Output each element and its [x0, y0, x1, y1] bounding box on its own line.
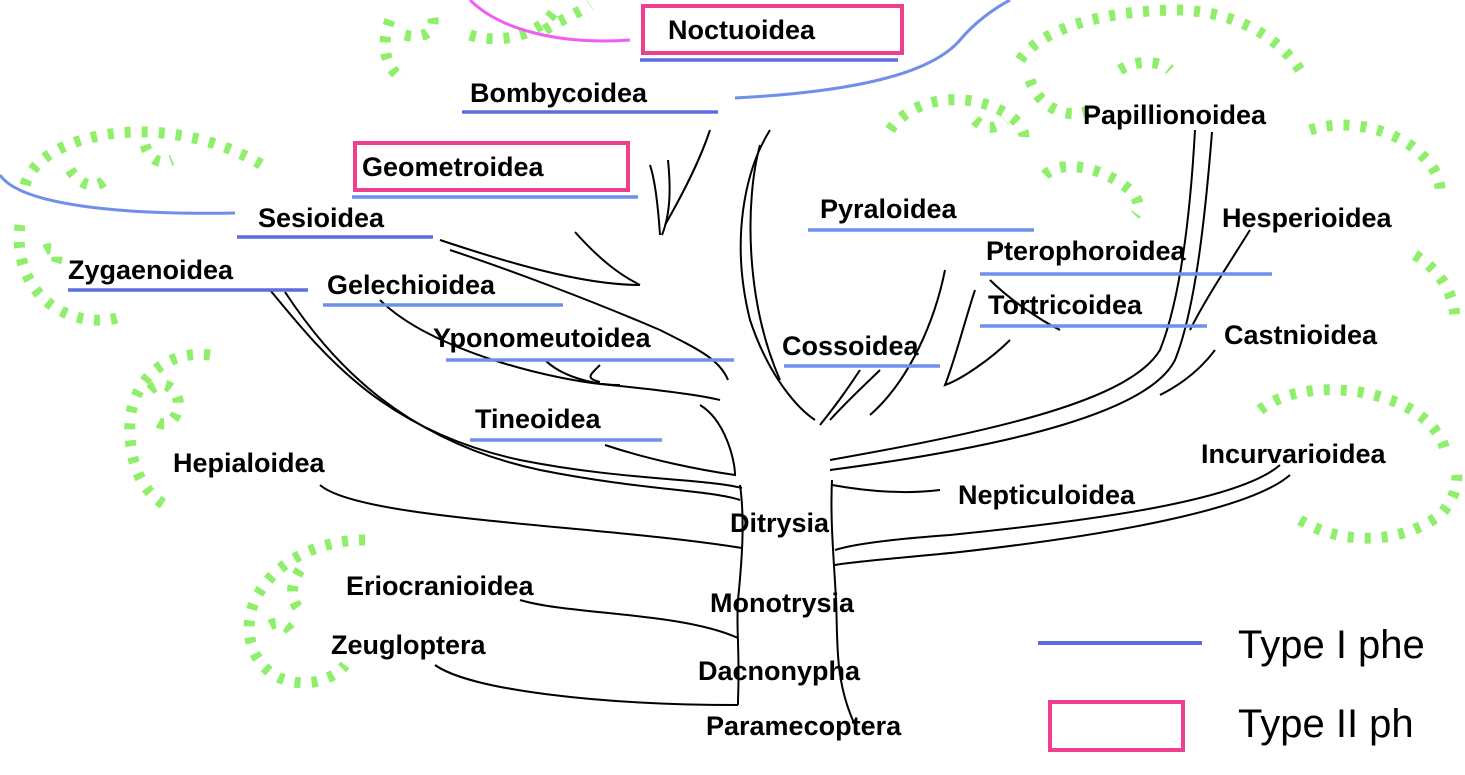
branch-hepialoidea — [320, 485, 742, 548]
label-tineoidea: Tineoidea — [475, 406, 601, 433]
dot-cluster-mid-right-a — [890, 100, 1024, 145]
label-noctuoidea: Noctuoidea — [668, 17, 815, 44]
label-hesperioidea: Hesperioidea — [1222, 205, 1392, 232]
dot-cluster-left-top — [25, 132, 270, 185]
label-hepialoidea: Hepialoidea — [173, 450, 325, 477]
dot-cluster-left-lower-b — [150, 385, 178, 424]
label-nepticuloidea: Nepticuloidea — [958, 482, 1135, 509]
dot-cluster-top-left-b — [470, 5, 590, 39]
label-geometroidea: Geometroidea — [362, 154, 544, 181]
dot-cluster-top-right-a — [1020, 10, 1300, 70]
dot-cluster-left-top-b — [70, 145, 172, 185]
label-incurvarioidea: Incurvarioidea — [1201, 441, 1386, 468]
label-cossoidea: Cossoidea — [782, 333, 919, 360]
label-yponomeutoidea: Yponomeutoidea — [433, 325, 651, 352]
legend-type2-box-icon — [1050, 702, 1183, 750]
branch-zeugloptera — [435, 665, 738, 705]
label-sesioidea: Sesioidea — [258, 205, 384, 232]
label-zeugloptera: Zeugloptera — [331, 632, 486, 659]
stem-bombycoidea — [665, 130, 710, 225]
stem-central-2 — [750, 145, 780, 380]
branch-right-root — [832, 485, 940, 492]
branch-castnioidea — [1160, 350, 1215, 395]
branch-geometroidea — [575, 232, 640, 285]
dot-cluster-right-mid — [1415, 255, 1455, 320]
branch-cossoidea — [820, 370, 880, 425]
dot-cluster-left-lower — [130, 354, 210, 505]
stem-noctuoidea-left — [650, 165, 660, 235]
dot-cluster-top-left-a — [385, 10, 433, 80]
label-tortricoidea: Tortricoidea — [988, 292, 1142, 319]
label-monotrysia: Monotrysia — [710, 590, 854, 617]
dot-cluster-right-bottom — [1300, 465, 1457, 538]
dot-cluster-right-top — [1310, 125, 1440, 190]
type1-connector-curve-left — [0, 175, 235, 213]
dot-cluster-left-mid-b — [45, 249, 57, 265]
branch-eriocranioidea — [520, 600, 738, 638]
type2-connector-curve — [470, 0, 630, 41]
label-bombycoidea: Bombycoidea — [470, 80, 647, 107]
label-papillionoidea: Papillionoidea — [1083, 102, 1266, 129]
branch-zygaenoidea — [270, 290, 742, 488]
label-pyraloidea: Pyraloidea — [820, 196, 957, 223]
label-dacnonypha: Dacnonypha — [698, 658, 860, 685]
label-paramecoptera: Paramecoptera — [706, 713, 901, 740]
label-zygaenoidea: Zygaenoidea — [68, 257, 233, 284]
legend-type1-label: Type I phe — [1238, 625, 1425, 665]
legend-type2-label: Type II ph — [1238, 704, 1414, 744]
label-castnioidea: Castnioidea — [1224, 322, 1377, 349]
label-gelechioidea: Gelechioidea — [327, 272, 495, 299]
label-eriocranioidea: Eriocranioidea — [346, 573, 534, 600]
dot-cluster-bottom-left — [249, 540, 365, 683]
dot-cluster-mid-right-b — [1045, 167, 1138, 215]
label-pterophoroidea: Pterophoroidea — [986, 238, 1186, 265]
branch-hesperioidea — [1190, 230, 1250, 330]
label-ditrysia: Ditrysia — [730, 510, 829, 537]
dot-cluster-mid-right-c — [975, 120, 1005, 128]
legend-symbols — [1038, 643, 1202, 750]
